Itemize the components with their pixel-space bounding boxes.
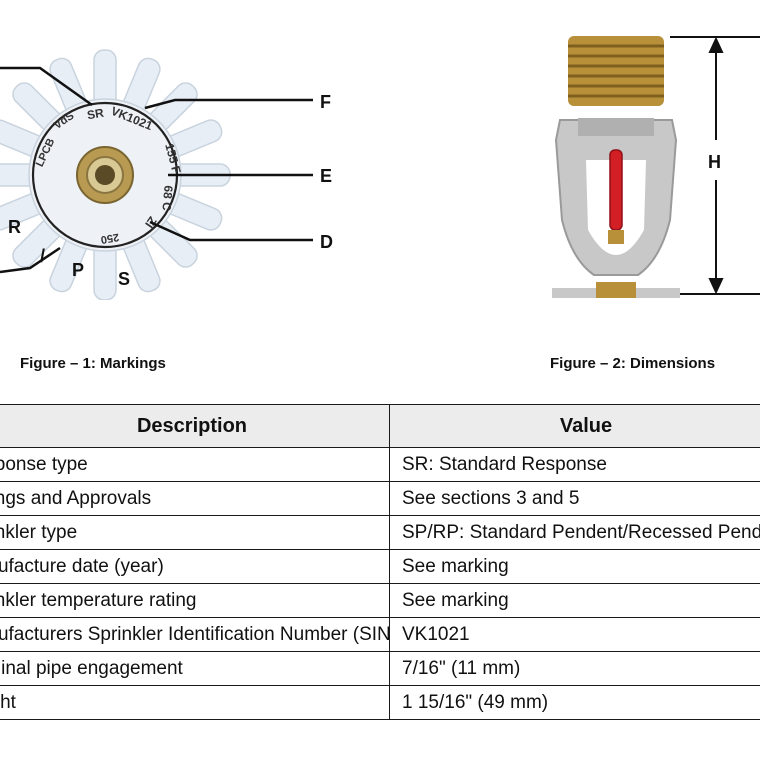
description-text: Height bbox=[0, 691, 16, 713]
callout-f: F bbox=[320, 92, 331, 112]
cell-description: Manufacturers Sprinkler Identification N… bbox=[0, 617, 390, 652]
cell-description: Height bbox=[0, 685, 390, 720]
description-text: Manufacture date (year) bbox=[0, 555, 164, 577]
cell-description: Listings and Approvals bbox=[0, 481, 390, 516]
table-row: Manufacturers Sprinkler Identification N… bbox=[0, 617, 760, 652]
figure-dimensions: H bbox=[552, 36, 760, 298]
table-row: Response type SR: Standard Response bbox=[0, 447, 760, 482]
cell-value: VK1021 bbox=[389, 617, 760, 652]
table-header-row: Description Value bbox=[0, 404, 760, 448]
cell-description: Sprinkler temperature rating bbox=[0, 583, 390, 618]
cell-description: Manufacture date (year) bbox=[0, 549, 390, 584]
sprinkler-illustration bbox=[552, 36, 680, 298]
callout-d: D bbox=[320, 232, 333, 252]
cell-value: See sections 3 and 5 bbox=[389, 481, 760, 516]
cell-description: Response type bbox=[0, 447, 390, 482]
tab-letter-r: R bbox=[8, 217, 21, 237]
table-row: Height 1 15/16" (49 mm) bbox=[0, 685, 760, 720]
cell-description: Sprinkler type bbox=[0, 515, 390, 550]
cell-value: SP/RP: Standard Pendent/Recessed Pendent bbox=[389, 515, 760, 550]
marking-temp-c: 68 C bbox=[159, 185, 175, 212]
header-description: Description bbox=[0, 404, 390, 448]
table-row: Manufacture date (year) See marking bbox=[0, 549, 760, 584]
caption-figure-1: Figure – 1: Markings bbox=[20, 355, 166, 372]
table-row: Sprinkler type SP/RP: Standard Pendent/Re… bbox=[0, 515, 760, 550]
cell-value: SR: Standard Response bbox=[389, 447, 760, 482]
description-text: Response type bbox=[0, 453, 88, 475]
description-text: Listings and Approvals bbox=[0, 487, 152, 509]
dimension-lines bbox=[670, 36, 760, 295]
bulb bbox=[609, 149, 623, 231]
marking-ul: 250 bbox=[100, 231, 120, 246]
header-value: Value bbox=[389, 404, 760, 448]
callout-e: E bbox=[320, 166, 332, 186]
marking-sr: SR bbox=[86, 106, 105, 123]
cell-value: 1 15/16" (49 mm) bbox=[389, 685, 760, 720]
cell-value: 7/16" (11 mm) bbox=[389, 651, 760, 686]
table-row: Nominal pipe engagement 7/16" (11 mm) bbox=[0, 651, 760, 686]
callout-lines bbox=[0, 66, 313, 274]
tab-letter-slash: / bbox=[40, 246, 45, 266]
description-text: Nominal pipe engagement bbox=[0, 657, 183, 679]
specification-table: Description Value Response type SR: Stand… bbox=[0, 404, 760, 720]
table-row: Listings and Approvals See sections 3 and… bbox=[0, 481, 760, 516]
tab-letter-p: P bbox=[72, 260, 84, 280]
description-text: Manufacturers Sprinkler Identification N… bbox=[0, 623, 390, 645]
cell-value: See marking bbox=[389, 583, 760, 618]
dimension-h-label: H bbox=[708, 152, 721, 172]
tab-letter-s: S bbox=[118, 269, 130, 289]
description-text: Sprinkler type bbox=[0, 521, 78, 543]
description-text: Sprinkler temperature rating bbox=[0, 589, 197, 611]
caption-figure-2: Figure – 2: Dimensions bbox=[550, 355, 716, 372]
figure-markings: SR VK1021 155 F 68 C ZI 250 VdS LPCB S P… bbox=[0, 49, 333, 300]
deflector-illustration bbox=[0, 49, 231, 300]
table-row: Sprinkler temperature rating See marking bbox=[0, 583, 760, 618]
cell-value: See marking bbox=[389, 549, 760, 584]
cell-description: Nominal pipe engagement bbox=[0, 651, 390, 686]
thread bbox=[568, 36, 664, 106]
